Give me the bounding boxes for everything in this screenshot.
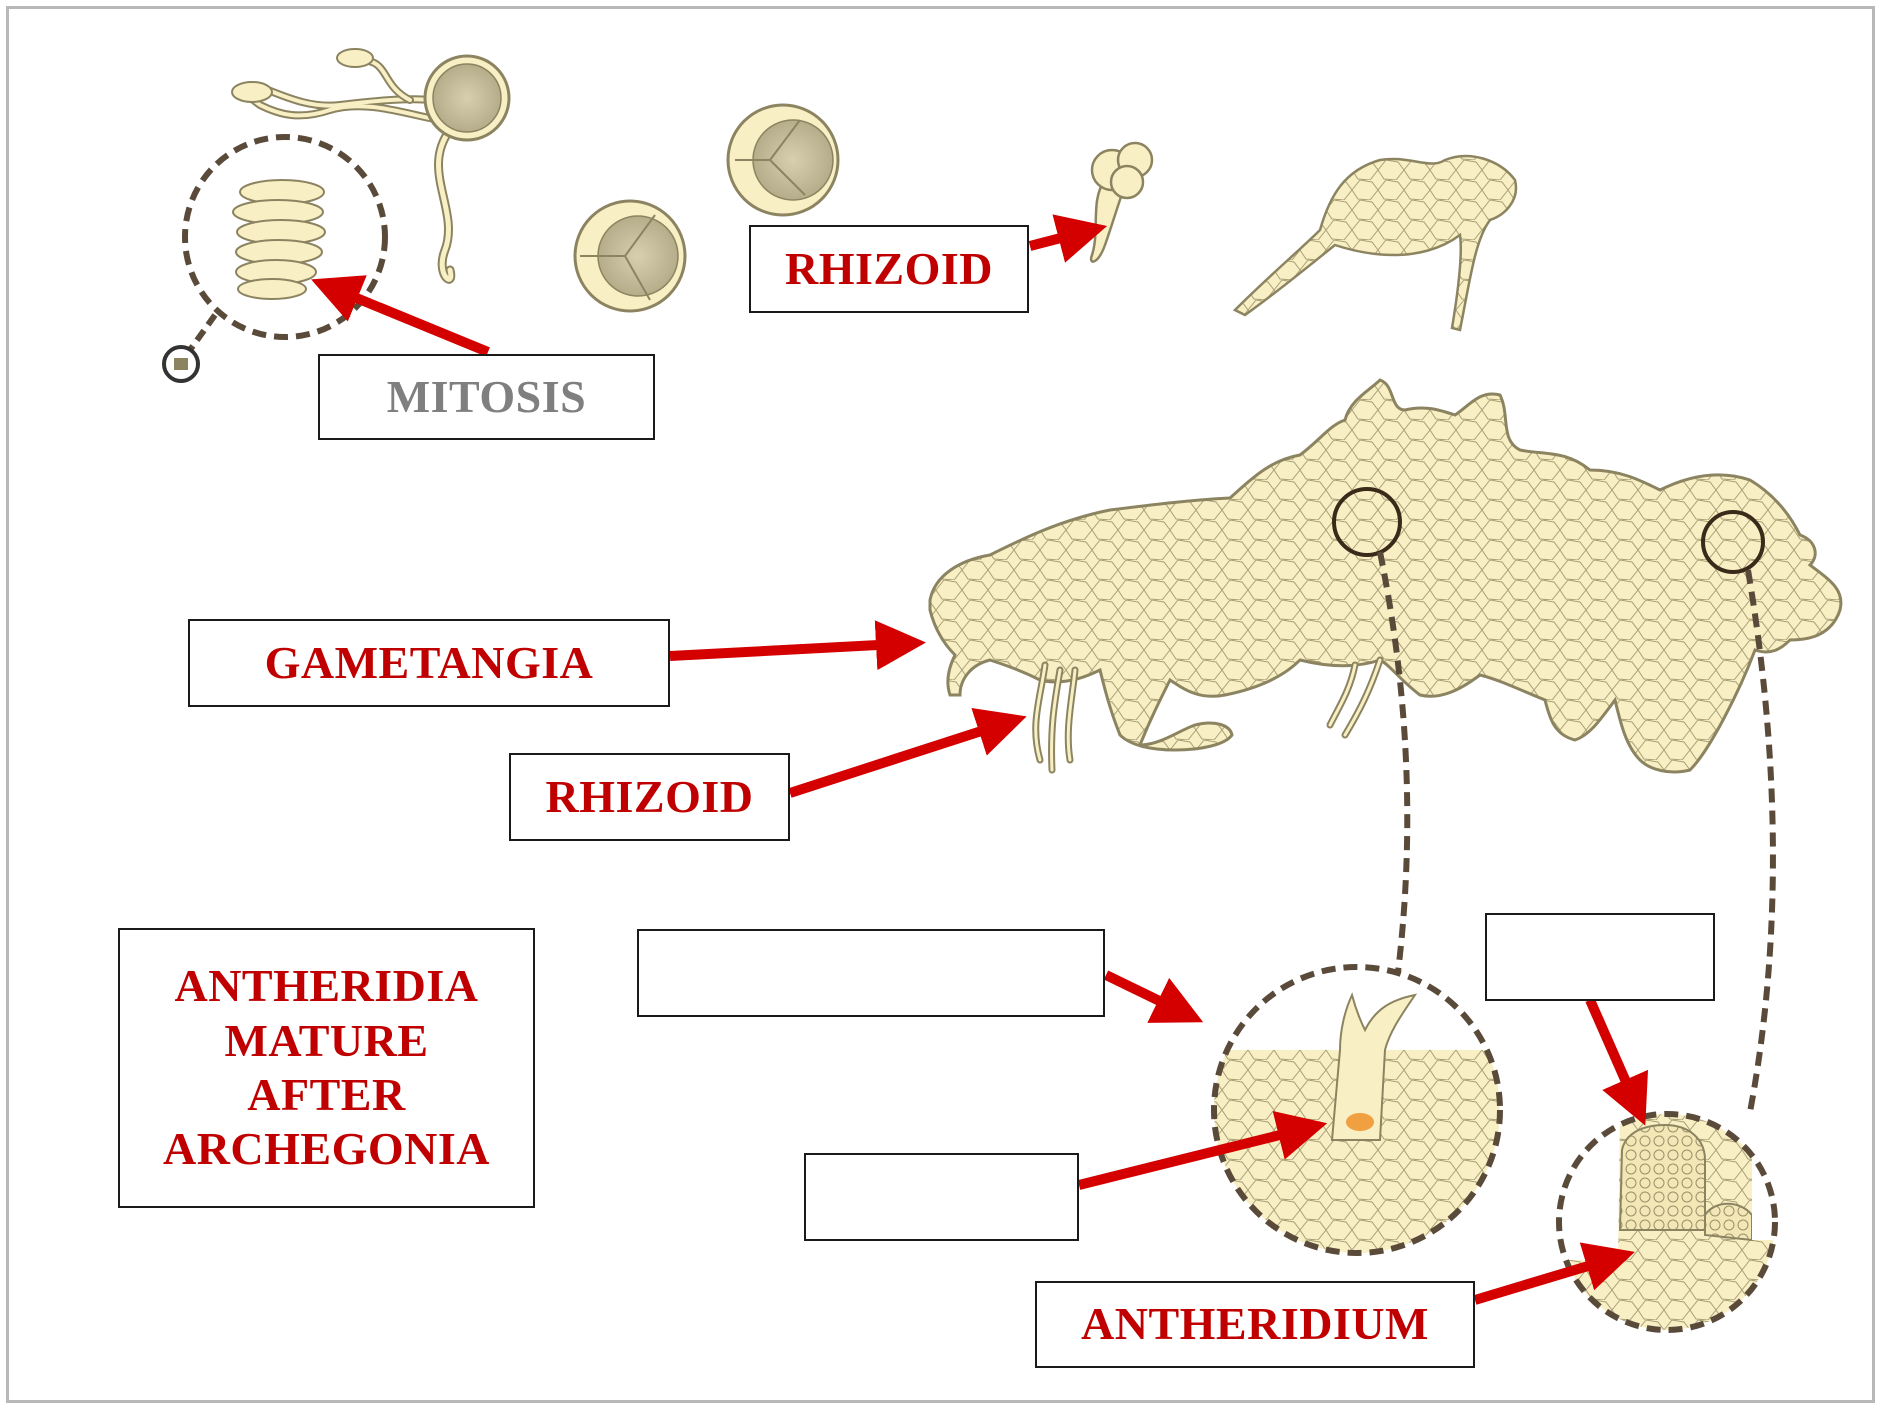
mitosis-label-text: MITOSIS — [387, 370, 587, 424]
antheridium-inset-circle — [1550, 1110, 1790, 1340]
note-line-1: ANTHERIDIA — [163, 959, 490, 1013]
rhizoid-top-label: RHIZOID — [749, 225, 1029, 313]
rhizoid-mid-arrow — [790, 725, 1000, 793]
note-line-2: MATURE — [163, 1014, 490, 1068]
note-line-4: ARCHEGONIA — [163, 1122, 490, 1176]
mitosis-inset-circle — [164, 137, 385, 381]
rhizoid-top-arrow — [1030, 233, 1080, 246]
spore-illustration-2 — [728, 105, 838, 215]
mitosis-label: MITOSIS — [318, 354, 655, 440]
developing-gametophyte-illustration — [1235, 156, 1516, 330]
archegonium-inset-circle — [1200, 967, 1520, 1270]
gametangia-label-text: GAMETANGIA — [265, 636, 594, 690]
antheridia-note-label: ANTHERIDIA MATURE AFTER ARCHEGONIA — [118, 928, 535, 1208]
antheridium-label: ANTHERIDIUM — [1035, 1281, 1475, 1368]
gametangia-arrow — [670, 644, 898, 656]
spore-illustration-1 — [575, 201, 685, 311]
rhizoid-top-label-text: RHIZOID — [785, 242, 993, 296]
mitosis-arrow — [337, 290, 488, 352]
blank-3-arrow — [1590, 1000, 1634, 1100]
blank-1-arrow — [1106, 975, 1178, 1010]
young-protonema-illustration — [1091, 143, 1152, 262]
gametangia-label: GAMETANGIA — [188, 619, 670, 707]
blank-label-1 — [637, 929, 1105, 1017]
blank-label-2 — [804, 1153, 1079, 1241]
antheridium-label-text: ANTHERIDIUM — [1081, 1297, 1429, 1351]
rhizoid-mid-label: RHIZOID — [509, 753, 790, 841]
blank-label-3 — [1485, 913, 1715, 1001]
rhizoid-mid-label-text: RHIZOID — [546, 770, 754, 824]
note-line-3: AFTER — [163, 1068, 490, 1122]
coiled-sperm-illustration — [233, 180, 325, 299]
